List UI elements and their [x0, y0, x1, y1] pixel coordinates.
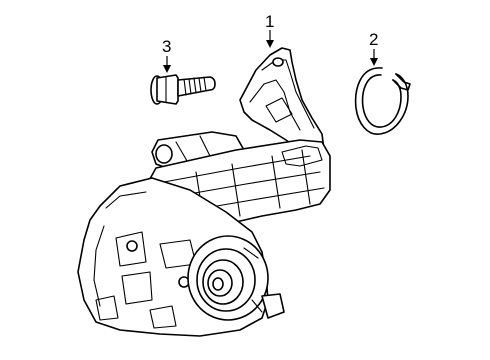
callout-2-arrowhead	[370, 58, 378, 66]
o-ring-tab	[392, 73, 411, 91]
lower-body-edges	[93, 191, 147, 307]
callout-1-label: 1	[265, 12, 274, 31]
callout-1-arrowhead	[266, 40, 274, 48]
water-pump-housing-icon[interactable]	[77, 47, 331, 337]
bolt-shank	[177, 76, 216, 97]
callout-2-label: 2	[369, 30, 378, 49]
lower-pocket-1	[115, 231, 147, 267]
housing-outlet	[261, 293, 285, 319]
o-ring-outer	[354, 67, 409, 135]
bolt-threads	[183, 76, 207, 96]
arm-pocket	[265, 97, 293, 123]
callout-2[interactable]: 2	[369, 30, 378, 66]
hub-center	[212, 277, 224, 291]
housing-upper-arm	[239, 47, 325, 157]
pulley-hub-icon	[187, 235, 269, 321]
callout-3-label: 3	[162, 37, 171, 56]
flange-bolt-icon[interactable]	[150, 74, 216, 105]
callout-1[interactable]: 1	[265, 12, 274, 48]
o-ring-gasket-icon[interactable]	[354, 67, 411, 135]
mid-body-pad	[281, 145, 323, 167]
arm-bolt-hole	[272, 57, 284, 67]
hub-tabs	[243, 247, 263, 313]
callout-3[interactable]: 3	[162, 37, 171, 73]
lower-bolt-hole-1	[126, 240, 138, 252]
lower-pocket-4	[149, 305, 177, 329]
arm-rib-2	[249, 79, 301, 131]
bolt-head	[156, 74, 179, 105]
lower-foot	[95, 295, 119, 321]
callout-3-arrowhead	[163, 65, 171, 73]
lower-pocket-2	[121, 271, 153, 305]
o-ring-inner	[361, 74, 402, 128]
boss-bolt-hole	[155, 144, 173, 164]
